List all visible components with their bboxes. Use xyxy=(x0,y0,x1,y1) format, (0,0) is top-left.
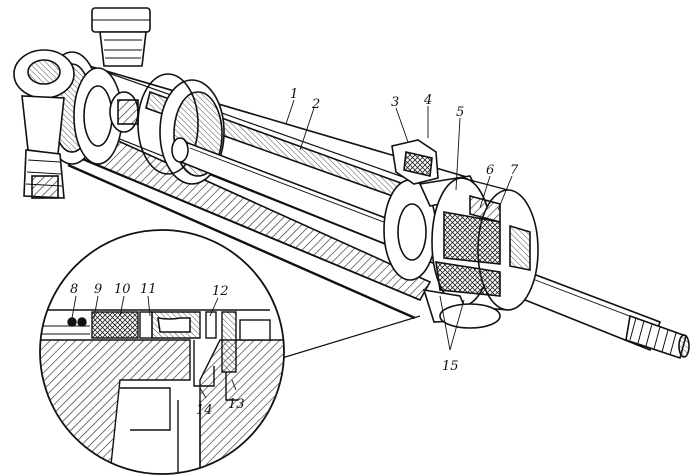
callout-9: 9 xyxy=(94,282,102,297)
callout-15: 15 xyxy=(442,359,459,374)
callout-7: 7 xyxy=(510,163,519,178)
callout-13: 13 xyxy=(228,397,245,412)
callout-3: 3 xyxy=(391,95,399,110)
callout-11: 11 xyxy=(140,282,157,297)
callout-1: 1 xyxy=(290,87,298,102)
port-fitting xyxy=(91,7,151,67)
callout-5: 5 xyxy=(456,105,464,120)
ball-joint xyxy=(13,49,75,199)
inset-leader xyxy=(281,315,421,359)
callout-10: 10 xyxy=(114,282,131,297)
callout-14: 14 xyxy=(196,403,213,418)
magnified-inset xyxy=(39,229,285,475)
callout-6: 6 xyxy=(486,163,494,178)
callout-8: 8 xyxy=(70,282,78,297)
callout-2: 2 xyxy=(311,97,320,112)
callout-12: 12 xyxy=(212,284,229,299)
gland-assembly xyxy=(383,139,539,329)
callouts xyxy=(71,99,513,399)
callout-4: 4 xyxy=(423,93,432,108)
